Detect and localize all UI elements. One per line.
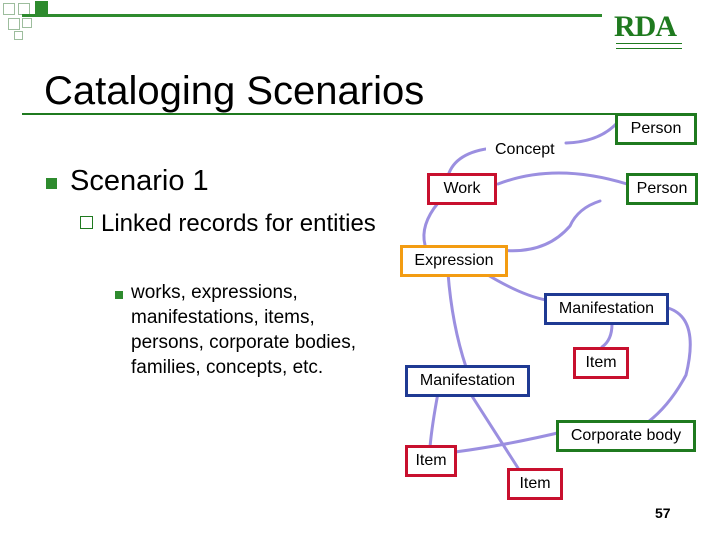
- corner-square-outline-4: [22, 18, 32, 28]
- node-person: Person: [626, 173, 698, 205]
- corner-square-green: [35, 1, 48, 14]
- node-manifestation-right: Manifestation: [544, 293, 669, 325]
- link-concept-person-top: [564, 120, 620, 145]
- bullet-level1-text: Scenario 1: [70, 165, 209, 197]
- node-item-bottom: Item: [507, 468, 563, 500]
- title-underline: [22, 113, 696, 115]
- link-expression-manifestation-left: [446, 271, 468, 369]
- rda-logo-text: RDA: [614, 10, 677, 43]
- link-item-left-corporate-body: [453, 429, 568, 454]
- node-work: Work: [427, 173, 497, 205]
- bullet-level2-text: Linked records for entities: [101, 210, 376, 237]
- rda-logo: RDA: [614, 10, 684, 49]
- link-manifestation-right-item-right: [600, 322, 614, 349]
- corner-square-outline-3: [8, 18, 20, 30]
- bullet-level2-marker: [80, 216, 93, 229]
- page-number: 57: [655, 505, 671, 521]
- bullet-level3-marker: [115, 291, 123, 299]
- link-manifestation-right-corporate-body: [646, 306, 692, 424]
- node-manifestation-left: Manifestation: [405, 365, 530, 397]
- node-person-top: Person: [615, 113, 697, 145]
- node-expression: Expression: [400, 245, 508, 277]
- corner-square-outline-5: [14, 31, 23, 40]
- rda-logo-underline: [616, 43, 682, 49]
- link-work-expression: [422, 201, 440, 247]
- node-corporate-body: Corporate body: [556, 420, 696, 452]
- corner-square-outline-1: [3, 3, 15, 15]
- link-manifestation-left-item-bottom: [468, 391, 520, 470]
- bullet-level1-marker: [46, 178, 57, 189]
- bullet-level3-text: works, expressions, manifestations, item…: [131, 282, 356, 378]
- node-item-right: Item: [573, 347, 629, 379]
- node-item-left: Item: [405, 445, 457, 477]
- link-expression-person: [498, 199, 602, 253]
- link-manifestation-left-item-left: [428, 391, 440, 449]
- node-concept: Concept: [486, 134, 564, 166]
- slide-title: Cataloging Scenarios: [44, 69, 425, 113]
- link-work-person: [496, 171, 629, 186]
- header-rule-top: [22, 14, 602, 17]
